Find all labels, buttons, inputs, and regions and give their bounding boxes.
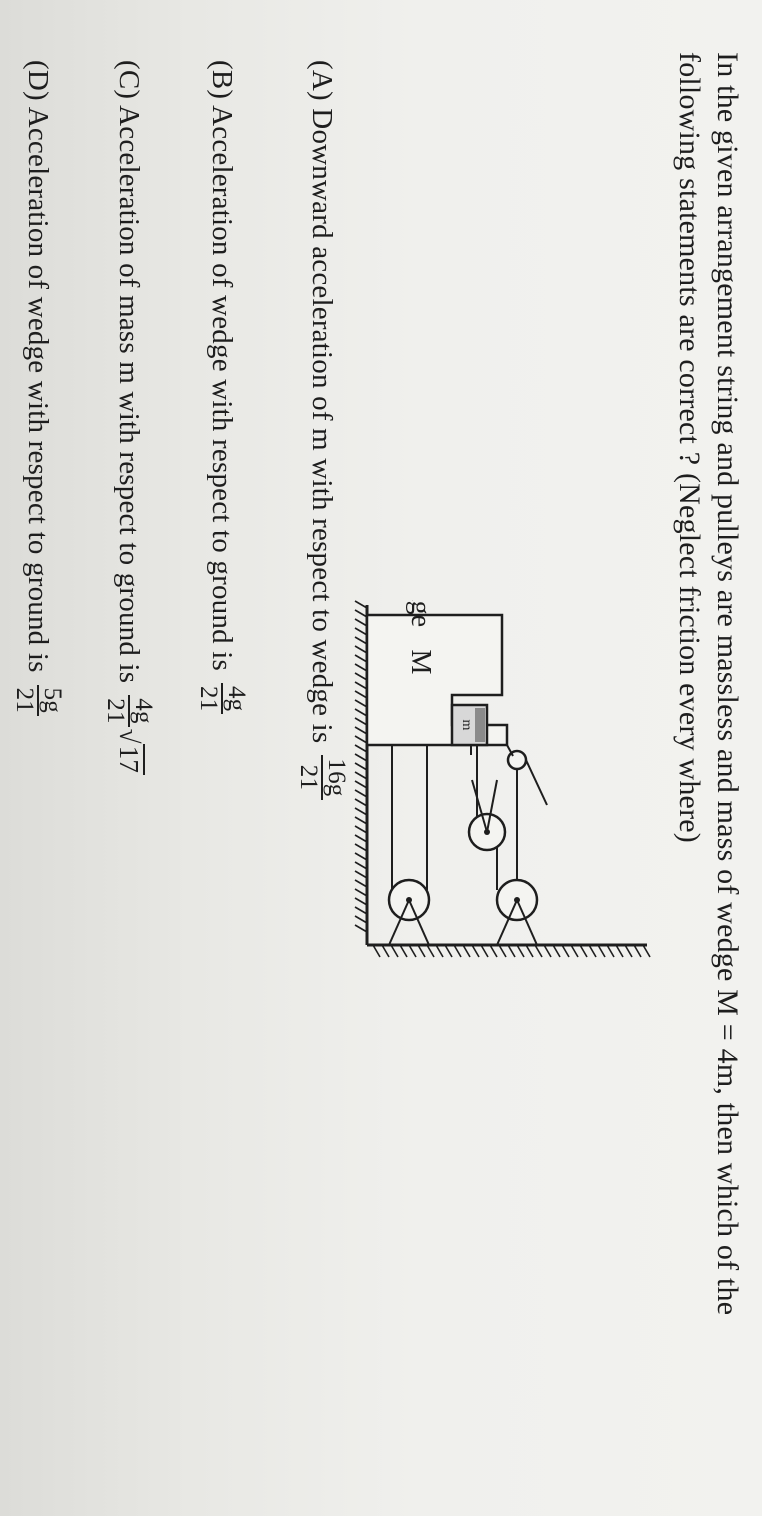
option-d-denominator: 21 [10, 687, 38, 713]
wedge-label: Wedge [405, 600, 436, 627]
option-c-numerator: 4g [130, 698, 157, 724]
strings [391, 745, 548, 890]
option-d-numerator: 5g [39, 687, 66, 713]
option-a[interactable]: (A) Downward acceleration of m with resp… [295, 60, 350, 800]
option-b-denominator: 21 [194, 685, 222, 712]
option-c-text: (C) Acceleration of mass m with respect … [113, 60, 146, 684]
option-b[interactable]: (B) Acceleration of wedge with respect t… [194, 60, 250, 715]
option-b-fraction: 4g 21 [194, 682, 250, 715]
option-b-numerator: 4g [223, 685, 250, 712]
wedge-floor [354, 600, 369, 945]
option-a-fraction: 16g 21 [294, 755, 350, 800]
question-text-line-2: following statements are correct ? (Negl… [673, 52, 706, 843]
pulley-wedge-diagram: m Wedge M [354, 600, 651, 958]
wedge-mass-label: M [405, 650, 436, 675]
option-a-denominator: 21 [294, 764, 322, 791]
option-b-text: (B) Acceleration of wedge with respect t… [206, 60, 239, 671]
option-d[interactable]: (D) Acceleration of wedge with respect t… [11, 60, 66, 716]
fixed-wall [367, 943, 651, 958]
option-d-text: (D) Acceleration of wedge with respect t… [22, 60, 55, 673]
option-d-fraction: 5g 21 [10, 684, 66, 716]
option-c[interactable]: (C) Acceleration of mass m with respect … [101, 60, 157, 776]
option-c-fraction: 4g 21 [101, 695, 157, 727]
sqrt-icon: √ [114, 728, 145, 744]
option-a-numerator: 16g [323, 758, 350, 797]
question-text-line-1: In the given arrangement string and pull… [711, 52, 744, 1316]
option-c-radicand: 17 [112, 743, 145, 776]
option-c-sqrt: √17 [112, 728, 145, 776]
option-a-text: (A) Downward acceleration of m with resp… [306, 60, 339, 744]
block-label: m [459, 720, 474, 731]
option-c-denominator: 21 [101, 698, 129, 724]
